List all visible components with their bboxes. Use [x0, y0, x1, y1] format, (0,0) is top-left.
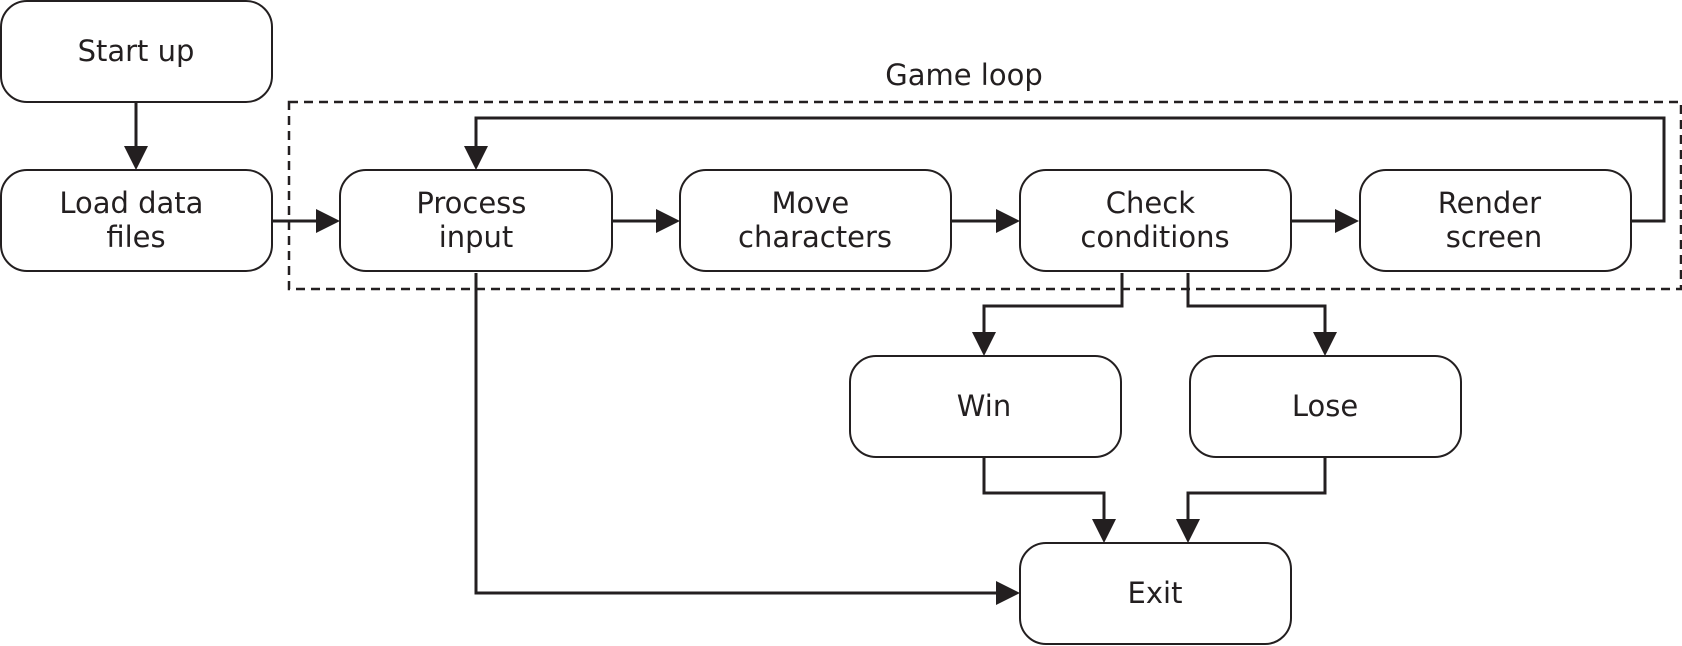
- edge-render-screen-loop-back-to-process-input: [464, 116, 1666, 223]
- node-process-input-label-line-1: Process: [416, 186, 526, 220]
- node-move-characters-label-line-1: Move: [772, 186, 850, 220]
- node-move-characters-label: Move characters: [738, 186, 892, 254]
- node-exit-label: Exit: [1128, 576, 1183, 610]
- edge-win-to-exit: [982, 458, 1116, 543]
- node-load-data-files-label-line-2: files: [106, 220, 165, 254]
- node-win-label: Win: [957, 389, 1011, 423]
- edge-process-input-to-exit: [474, 273, 1020, 605]
- node-render-screen-label-line-2: screen: [1446, 220, 1542, 254]
- node-win-box: [849, 355, 1122, 458]
- node-check-conditions-label: Check conditions: [1080, 186, 1229, 254]
- node-load-data-files: Load data files: [0, 169, 273, 272]
- edge-check-conditions-to-win: [972, 273, 1124, 356]
- node-process-input: Process input: [339, 169, 613, 272]
- node-check-conditions-label-line-1: Check: [1106, 186, 1195, 220]
- edge-check-conditions-to-lose: [1186, 273, 1337, 356]
- node-win: Win: [849, 355, 1122, 458]
- node-start-up-label-line-1: Start up: [78, 34, 195, 68]
- node-process-input-label-line-2: input: [439, 220, 514, 254]
- node-process-input-box: [339, 169, 613, 272]
- node-move-characters: Move characters: [679, 169, 952, 272]
- node-load-data-files-label: Load data files: [59, 186, 212, 254]
- node-lose-label: Lose: [1292, 389, 1358, 423]
- node-render-screen-label: Render screen: [1438, 186, 1550, 254]
- edge-lose-to-exit: [1176, 458, 1327, 543]
- node-start-up-box: [0, 0, 273, 103]
- node-render-screen-label-line-1: Render: [1438, 186, 1541, 220]
- node-lose: Lose: [1189, 355, 1462, 458]
- node-exit-box: [1019, 542, 1292, 645]
- game-loop-group-label: Game loop: [885, 58, 1043, 92]
- node-exit: Exit: [1019, 542, 1292, 645]
- node-render-screen: Render screen: [1359, 169, 1632, 272]
- node-start-up-label: Start up: [78, 34, 195, 68]
- node-lose-label-line-1: Lose: [1292, 389, 1358, 423]
- node-exit-label-line-1: Exit: [1128, 576, 1183, 610]
- node-check-conditions-box: [1019, 169, 1292, 272]
- node-check-conditions: Check conditions: [1019, 169, 1292, 272]
- node-start-up: Start up: [0, 0, 273, 103]
- node-process-input-label: Process input: [416, 186, 535, 254]
- node-move-characters-label-line-2: characters: [738, 220, 892, 254]
- node-win-label-line-1: Win: [957, 389, 1011, 423]
- node-lose-box: [1189, 355, 1462, 458]
- node-check-conditions-label-line-2: conditions: [1080, 220, 1229, 254]
- node-load-data-files-box: [0, 169, 273, 272]
- node-load-data-files-label-line-1: Load data: [59, 186, 203, 220]
- node-move-characters-box: [679, 169, 952, 272]
- node-render-screen-box: [1359, 169, 1632, 272]
- game-loop-group-frame: [287, 100, 1682, 291]
